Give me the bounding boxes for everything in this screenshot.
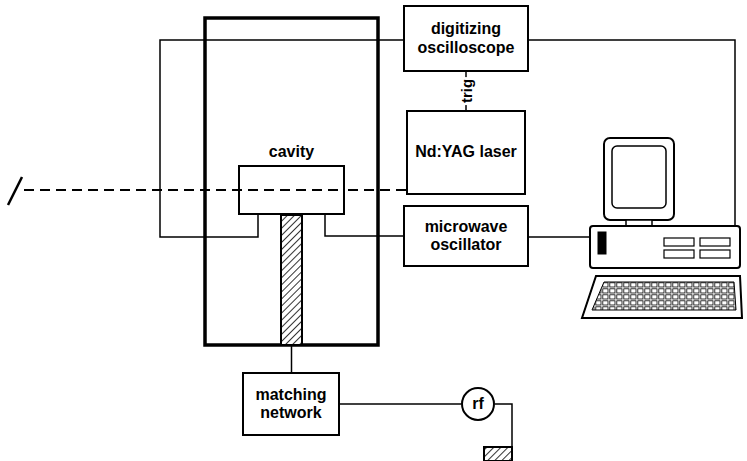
wire <box>525 236 590 238</box>
signal-line <box>340 403 461 405</box>
antenna-post <box>281 215 302 345</box>
box-label: microwave oscillator <box>405 218 527 255</box>
laser-beam <box>24 189 345 191</box>
instrument-box: digitizing oscilloscope <box>403 5 529 72</box>
box-label: digitizing oscilloscope <box>405 20 527 57</box>
box-label: matching network <box>244 386 338 423</box>
signal-line <box>325 215 403 236</box>
load-block <box>484 447 512 461</box>
mirror <box>8 177 22 205</box>
wire <box>525 40 735 225</box>
source-circle: rf <box>461 387 495 421</box>
laser-beam <box>345 189 406 191</box>
computer <box>582 138 742 318</box>
instrument-box: microwave oscillator <box>403 205 529 267</box>
instrument-box: Nd:YAG laser <box>406 110 526 195</box>
box-heading: cavity <box>266 143 317 161</box>
box-label: rf <box>469 395 487 413</box>
housing-box <box>205 18 378 345</box>
edge-label: trig <box>458 77 475 105</box>
wire <box>495 404 512 447</box>
network-box: matching network <box>242 372 340 436</box>
cavity-box: cavity <box>238 165 345 215</box>
signal-line <box>160 40 403 237</box>
box-label: Nd:YAG laser <box>412 143 520 161</box>
